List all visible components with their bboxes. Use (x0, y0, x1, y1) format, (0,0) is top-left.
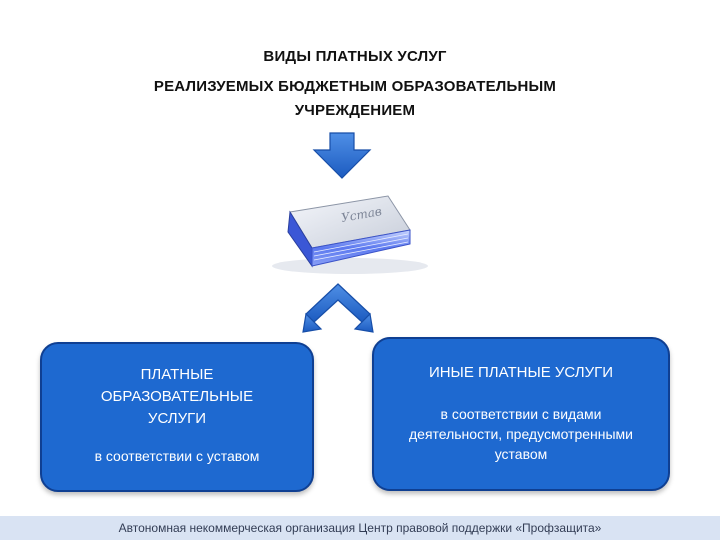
right-box-text: в соответствии с видами деятельности, пр… (408, 406, 634, 462)
paid-educational-services-box: ПЛАТНЫЕ ОБРАЗОВАТЕЛЬНЫЕ УСЛУГИ в соответ… (40, 342, 314, 492)
right-box-heading: ИНЫЕ ПЛАТНЫЕ УСЛУГИ (428, 364, 614, 381)
title-line-1: ВИДЫ ПЛАТНЫХ УСЛУГ (263, 48, 447, 65)
footer-bar: Автономная некоммерческая организация Це… (0, 516, 720, 540)
title-line-3: УЧРЕЖДЕНИЕМ (294, 102, 416, 119)
left-box-heading: ПЛАТНЫЕ ОБРАЗОВАТЕЛЬНЫЕ УСЛУГИ (100, 366, 254, 427)
title-line-2: РЕАЛИЗУЕМЫХ БЮДЖЕТНЫМ ОБРАЗОВАТЕЛЬНЫМ (153, 78, 557, 95)
charter-book-icon: Устав (272, 195, 428, 274)
other-paid-services-box: ИНЫЕ ПЛАТНЫЕ УСЛУГИ в соответствии с вид… (372, 337, 670, 491)
left-box-text: в соответствии с уставом (94, 448, 260, 464)
split-arrow-icon (296, 283, 380, 334)
footer-text: Автономная некоммерческая организация Це… (118, 521, 602, 535)
book-label: Устав (340, 204, 383, 225)
down-arrow-icon (312, 132, 372, 179)
